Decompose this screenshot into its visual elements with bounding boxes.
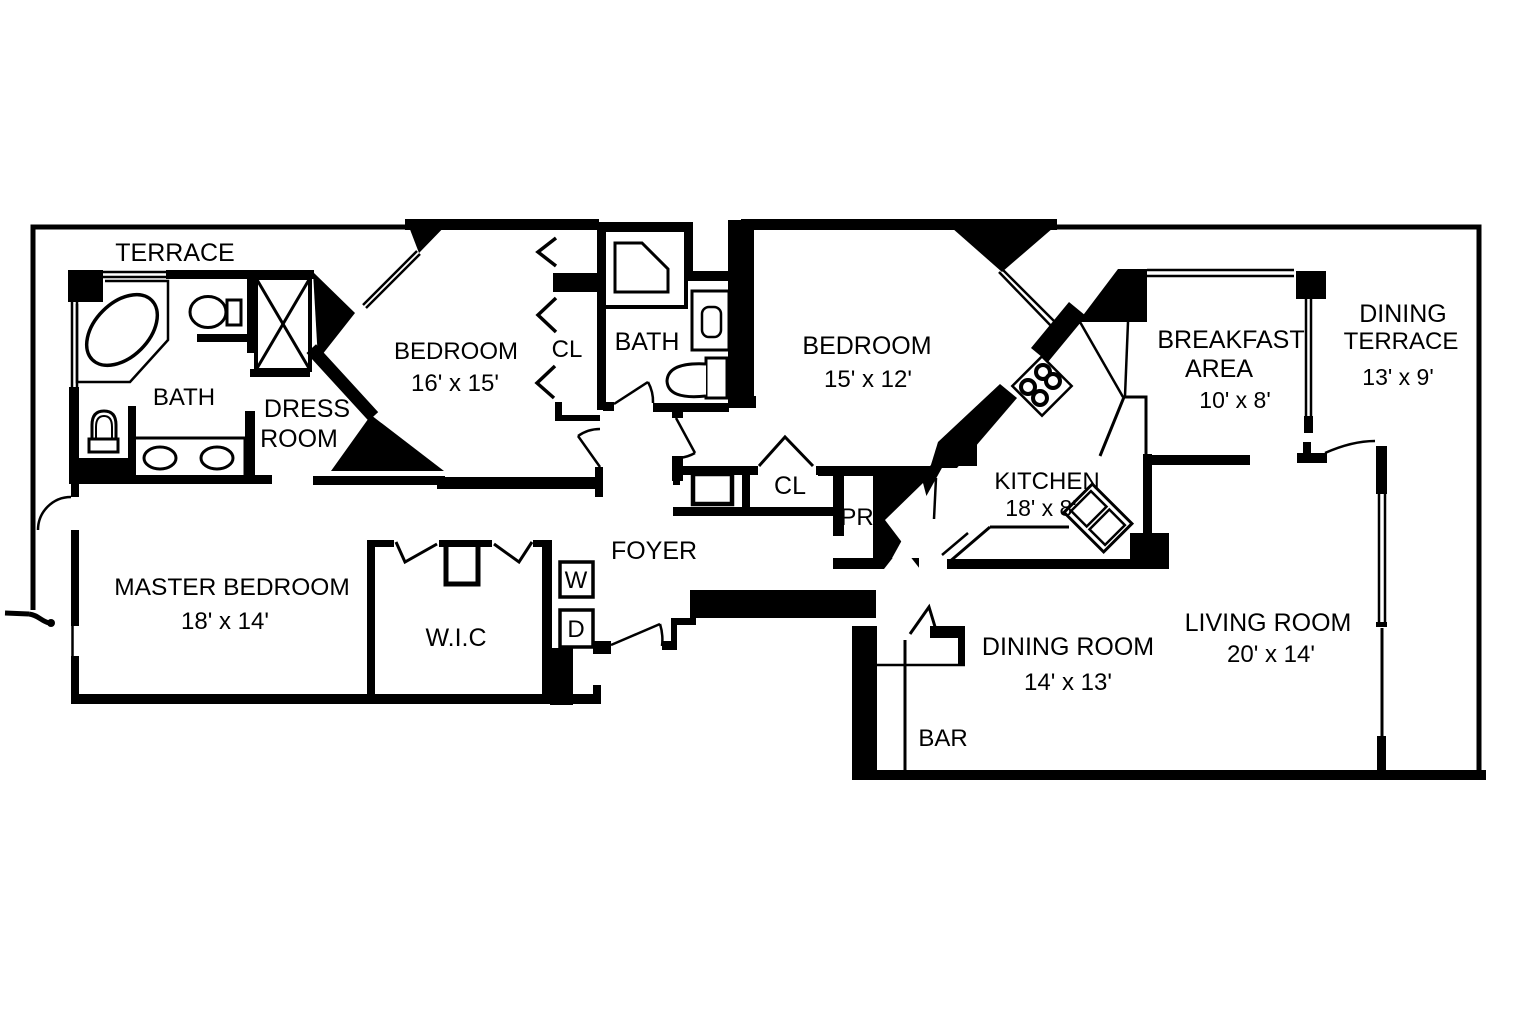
svg-text:DINING ROOM: DINING ROOM: [982, 633, 1154, 661]
svg-text:18' x 8': 18' x 8': [1005, 495, 1076, 521]
svg-text:BATH: BATH: [615, 328, 680, 356]
svg-text:D: D: [567, 616, 584, 643]
svg-text:MASTER BEDROOM: MASTER BEDROOM: [114, 574, 350, 601]
svg-text:CL: CL: [774, 472, 806, 500]
svg-text:FOYER: FOYER: [611, 537, 697, 565]
svg-text:15' x 12': 15' x 12': [824, 366, 912, 393]
svg-text:TERRACE: TERRACE: [1344, 328, 1459, 355]
svg-text:BEDROOM: BEDROOM: [394, 338, 518, 365]
svg-text:W: W: [565, 567, 588, 594]
svg-text:CL: CL: [552, 336, 583, 363]
svg-text:PR: PR: [840, 504, 873, 531]
svg-text:18' x 14': 18' x 14': [181, 608, 269, 635]
svg-text:10' x 8': 10' x 8': [1199, 387, 1270, 413]
svg-text:KITCHEN: KITCHEN: [994, 468, 1099, 495]
svg-text:16' x 15': 16' x 15': [411, 370, 499, 397]
svg-text:TERRACE: TERRACE: [115, 239, 234, 267]
svg-text:20' x 14': 20' x 14': [1227, 641, 1315, 668]
svg-text:BEDROOM: BEDROOM: [802, 332, 931, 360]
svg-text:14' x 13': 14' x 13': [1024, 669, 1112, 696]
svg-text:DINING: DINING: [1359, 300, 1447, 328]
svg-text:DRESS: DRESS: [264, 395, 350, 423]
svg-text:W.I.C: W.I.C: [425, 624, 486, 652]
svg-text:13' x 9': 13' x 9': [1362, 364, 1433, 390]
svg-text:BATH: BATH: [153, 384, 215, 411]
svg-text:BREAKFAST: BREAKFAST: [1157, 326, 1304, 354]
svg-text:AREA: AREA: [1185, 355, 1253, 383]
svg-text:ROOM: ROOM: [260, 425, 338, 453]
svg-text:LIVING ROOM: LIVING ROOM: [1185, 609, 1352, 637]
svg-text:BAR: BAR: [918, 725, 967, 752]
